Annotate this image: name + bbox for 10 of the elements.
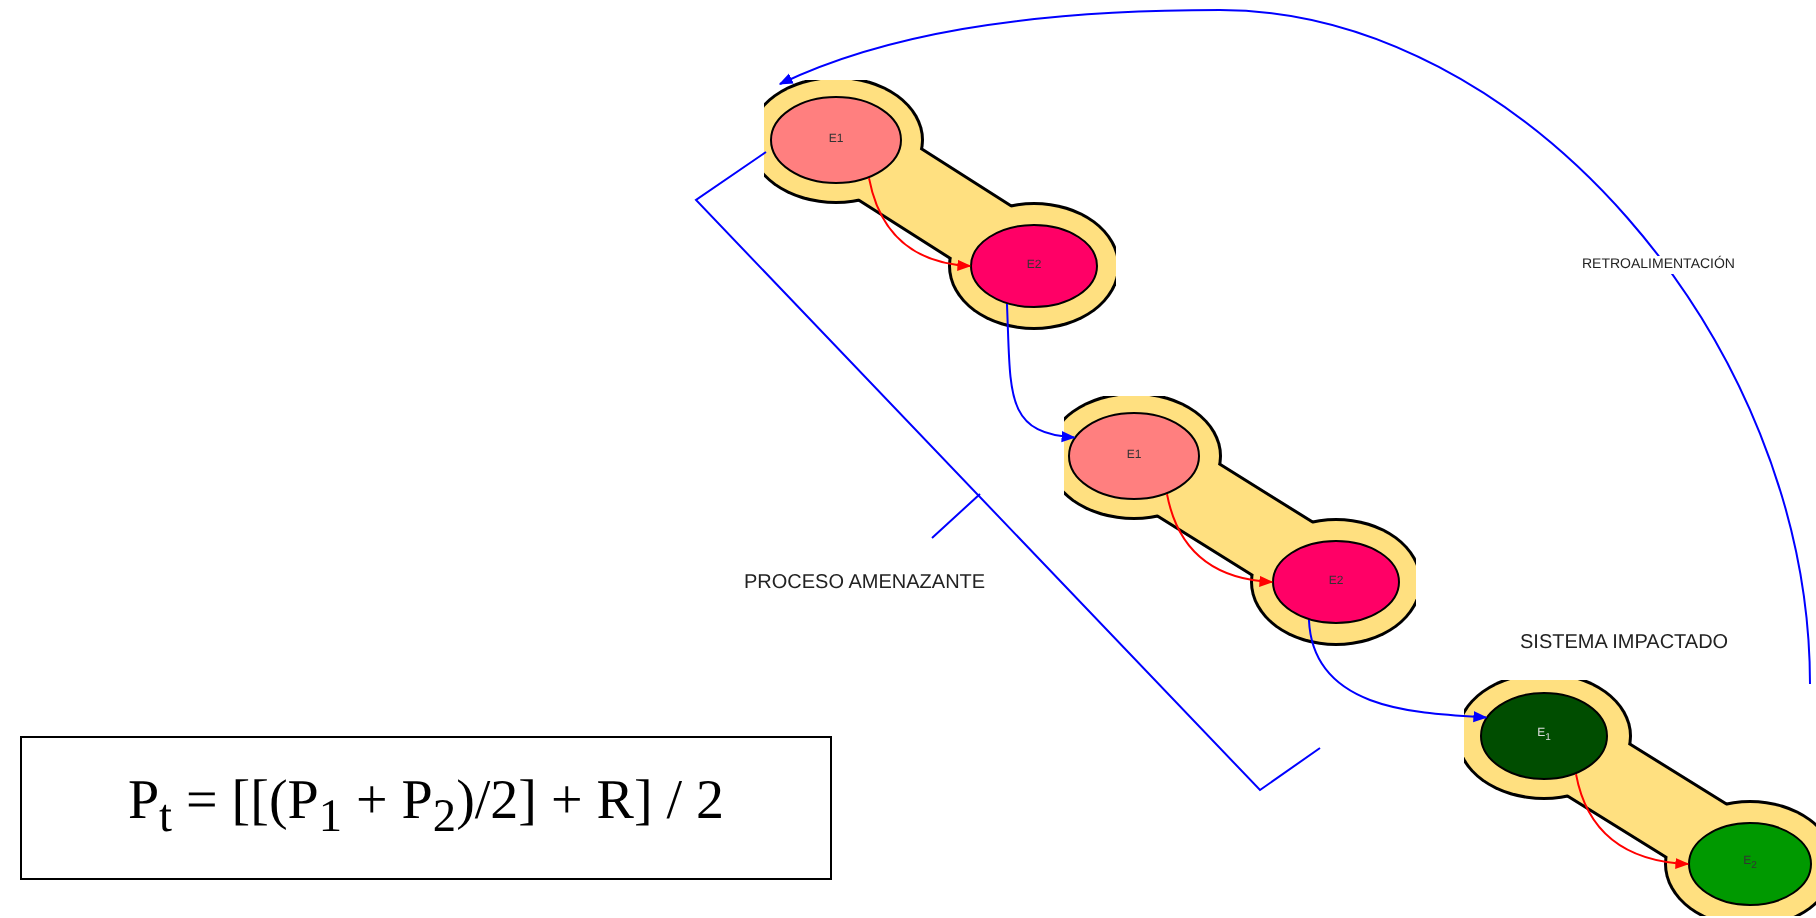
formula: P$_{t}$ = [[(P$_{1}$ + P$_{2}$)/2] + R] / 2 [127, 770, 725, 846]
arrow [1575, 773, 1690, 869]
node-heading: SISTEMA IMPACTADO [1520, 632, 1729, 654]
arrow [1307, 619, 1488, 723]
formula-box [20, 736, 832, 880]
arrow [778, 9, 1811, 685]
arrow [1166, 493, 1274, 587]
arrow [868, 177, 972, 271]
arrow [1005, 303, 1076, 442]
bracket-label: PROCESO AMENAZANTE [744, 572, 986, 594]
